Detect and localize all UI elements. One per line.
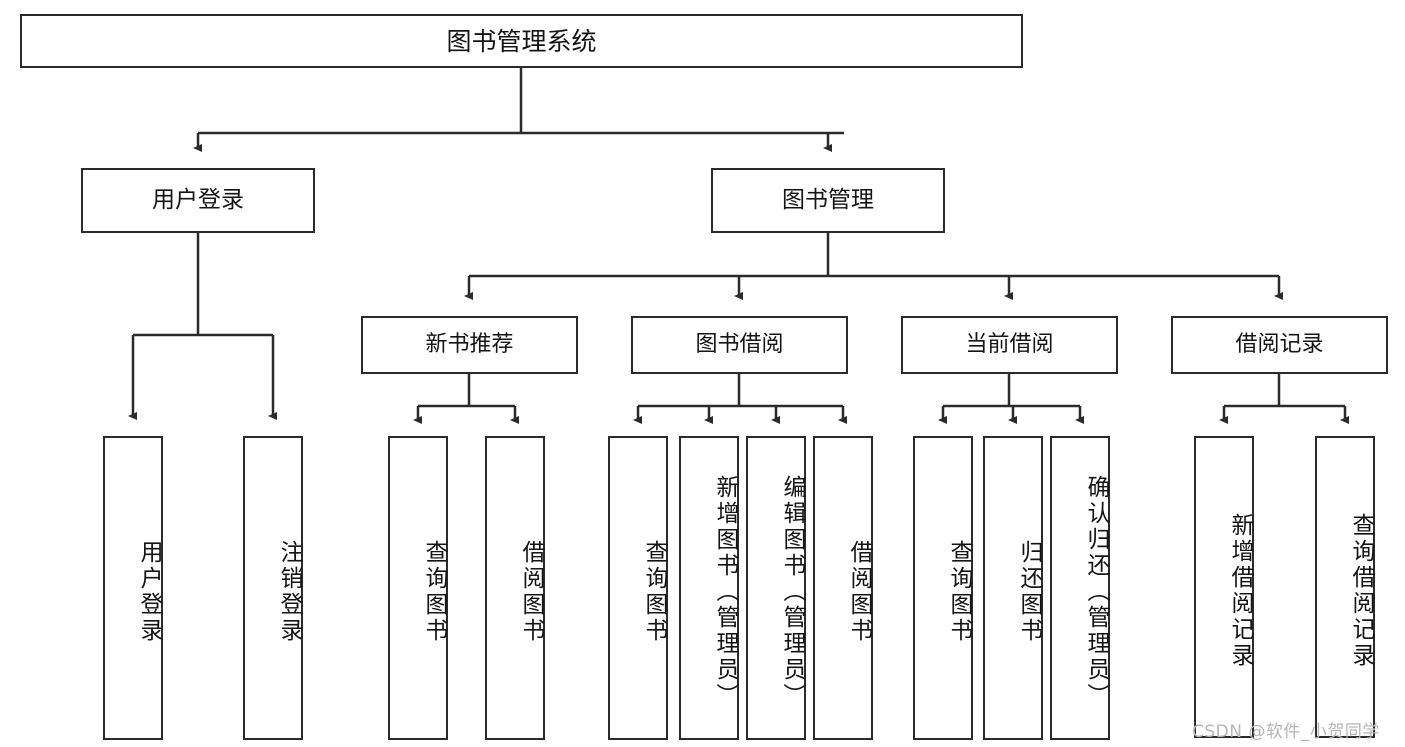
leaf-logout[interactable]: 注销登录 bbox=[243, 436, 303, 740]
leaf-add-book-admin[interactable]: 新增图书（管理员） bbox=[679, 436, 739, 740]
node-user-login[interactable]: 用户登录 bbox=[81, 168, 315, 233]
leaf-query-borrow-record-label: 查询借阅记录 bbox=[1348, 513, 1374, 669]
leaf-confirm-return-admin[interactable]: 确认归还（管理员） bbox=[1050, 436, 1110, 740]
node-root-label: 图书管理系统 bbox=[446, 26, 597, 56]
leaf-confirm-return-admin-label: 确认归还（管理员） bbox=[1083, 475, 1109, 709]
node-root[interactable]: 图书管理系统 bbox=[20, 14, 1023, 68]
node-current-borrow[interactable]: 当前借阅 bbox=[901, 316, 1118, 374]
leaf-query-borrow-record[interactable]: 查询借阅记录 bbox=[1315, 436, 1375, 738]
node-book-management-label: 图书管理 bbox=[782, 187, 874, 214]
leaf-query-books-newbooks-label: 查询图书 bbox=[421, 540, 447, 644]
node-user-login-label: 用户登录 bbox=[152, 187, 244, 214]
leaf-query-books-borrow-label: 查询图书 bbox=[641, 540, 667, 644]
node-book-management[interactable]: 图书管理 bbox=[711, 168, 945, 233]
leaf-user-login-label: 用户登录 bbox=[136, 540, 162, 644]
leaf-borrow-books-newbooks-label: 借阅图书 bbox=[518, 540, 544, 644]
leaf-borrow-books[interactable]: 借阅图书 bbox=[813, 436, 873, 740]
leaf-return-books-label: 归还图书 bbox=[1016, 540, 1042, 644]
leaf-logout-label: 注销登录 bbox=[276, 540, 302, 644]
leaf-query-books-borrow[interactable]: 查询图书 bbox=[608, 436, 668, 740]
leaf-query-books-current-label: 查询图书 bbox=[946, 540, 972, 644]
node-current-borrow-label: 当前借阅 bbox=[965, 332, 1054, 358]
leaf-edit-book-admin-label: 编辑图书（管理员） bbox=[779, 475, 805, 709]
leaf-add-book-admin-label: 新增图书（管理员） bbox=[712, 475, 738, 709]
node-new-book-recommend-label: 新书推荐 bbox=[425, 332, 514, 358]
leaf-borrow-books-label: 借阅图书 bbox=[846, 540, 872, 644]
leaf-borrow-books-newbooks[interactable]: 借阅图书 bbox=[485, 436, 545, 740]
csdn-watermark: CSDN @软件_小贺同学 bbox=[1192, 722, 1380, 742]
node-new-book-recommend[interactable]: 新书推荐 bbox=[361, 316, 578, 374]
node-borrow-records[interactable]: 借阅记录 bbox=[1171, 316, 1388, 374]
leaf-edit-book-admin[interactable]: 编辑图书（管理员） bbox=[746, 436, 806, 740]
leaf-add-borrow-record[interactable]: 新增借阅记录 bbox=[1194, 436, 1254, 738]
node-book-borrow-label: 图书借阅 bbox=[695, 332, 784, 358]
node-borrow-records-label: 借阅记录 bbox=[1235, 332, 1324, 358]
leaf-query-books-current[interactable]: 查询图书 bbox=[913, 436, 973, 740]
leaf-query-books-newbooks[interactable]: 查询图书 bbox=[388, 436, 448, 740]
node-book-borrow[interactable]: 图书借阅 bbox=[631, 316, 848, 374]
leaf-return-books[interactable]: 归还图书 bbox=[983, 436, 1043, 740]
leaf-add-borrow-record-label: 新增借阅记录 bbox=[1227, 513, 1253, 669]
leaf-user-login[interactable]: 用户登录 bbox=[103, 436, 163, 740]
